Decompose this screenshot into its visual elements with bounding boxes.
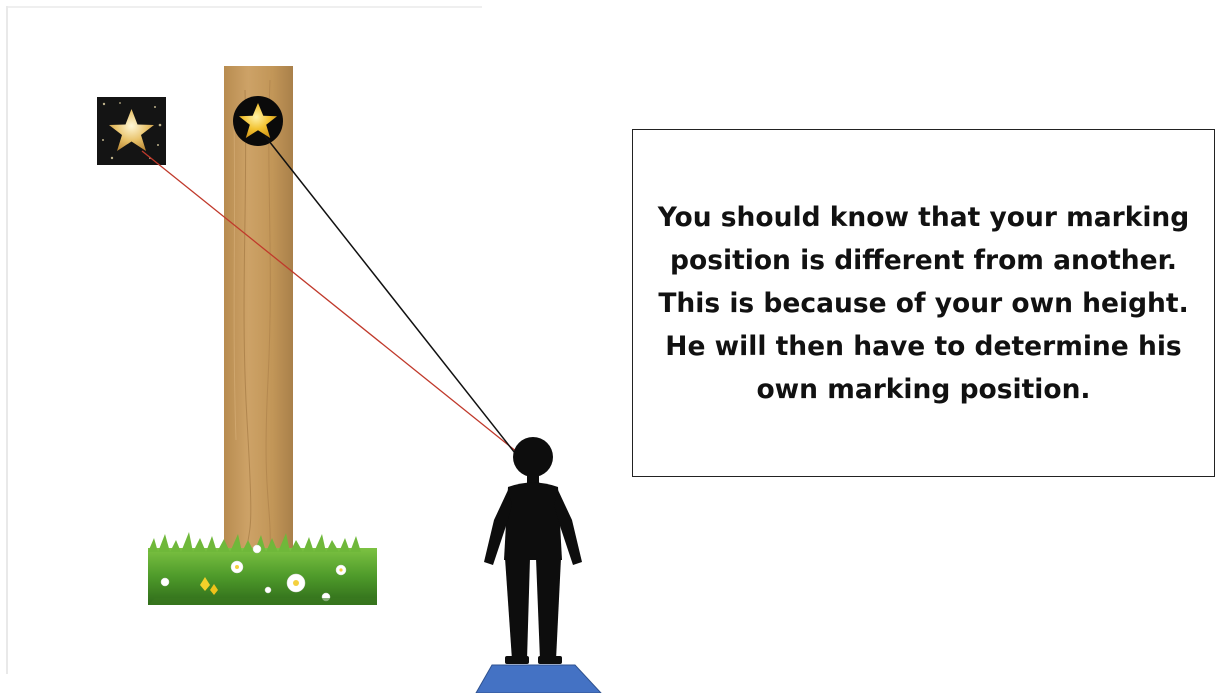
explanation-text: You should know that your marking positi…	[633, 196, 1214, 411]
reference-star	[97, 97, 166, 165]
grass-with-daisies	[148, 532, 377, 605]
sight-line-to-pole-star	[265, 136, 552, 500]
blue-platform	[476, 665, 601, 693]
pole-star	[233, 96, 283, 146]
sight-line-to-reference-star	[142, 151, 517, 452]
person-silhouette	[484, 437, 582, 664]
explanation-text-box: You should know that your marking positi…	[632, 129, 1215, 477]
